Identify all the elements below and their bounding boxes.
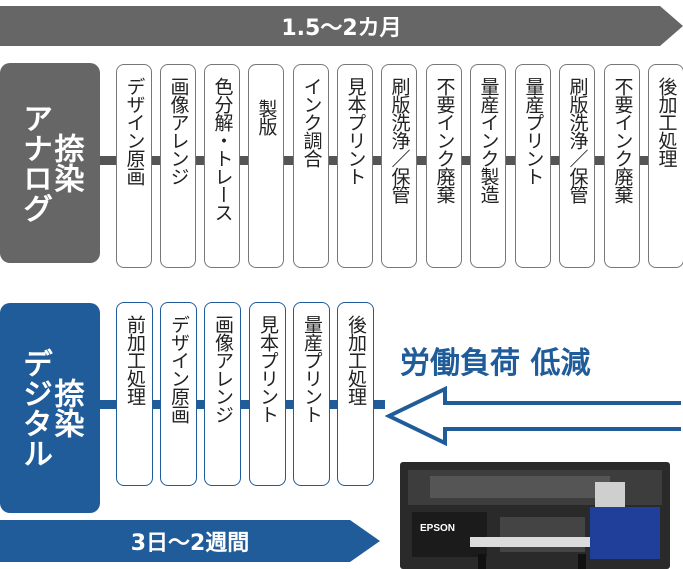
analog-step: 製版 [248, 64, 284, 268]
step-label: 後加工処理 [655, 77, 678, 167]
step-label: 画像アレンジ [212, 315, 234, 423]
step-label: 不要インク廃棄 [611, 77, 634, 203]
analog-step: 不要インク廃棄 [604, 64, 640, 268]
labor-reduction-text: 労働負荷 低減 [400, 346, 591, 381]
digital-step: 画像アレンジ [204, 302, 241, 486]
digital-label-line2: 捺染 [48, 378, 84, 438]
step-label: デザイン原画 [123, 77, 146, 185]
digital-method-label: デジタル 捺染 [0, 303, 100, 513]
analog-step: デザイン原画 [116, 64, 152, 268]
step-label: 量産プリント [522, 77, 545, 185]
step-label: 画像アレンジ [167, 77, 190, 185]
step-label: 量産プリント [301, 315, 323, 423]
step-label: 不要インク廃棄 [433, 77, 456, 203]
digital-label-line1: デジタル [17, 348, 52, 468]
step-label: 刷版洗浄／保管 [388, 77, 411, 203]
step-label: インク調合 [300, 77, 323, 167]
analog-step: 画像アレンジ [160, 64, 196, 268]
analog-step: 刷版洗浄／保管 [559, 64, 595, 268]
analog-step: 色分解・トレース [204, 64, 240, 268]
digital-step: 後加工処理 [337, 302, 374, 486]
digital-duration-text: 3日〜2週間 [130, 531, 250, 556]
step-label: 見本プリント [257, 315, 279, 423]
printer-brand-text: EPSON [420, 523, 455, 534]
digital-duration-banner: 3日〜2週間 [0, 520, 380, 562]
step-label: デザイン原画 [168, 315, 190, 423]
analog-method-label: アナログ 捺染 [0, 63, 100, 263]
analog-step: 見本プリント [337, 64, 373, 268]
digital-step: 前加工処理 [116, 302, 153, 486]
printer-illustration: EPSON [400, 462, 670, 569]
step-label: 前加工処理 [124, 315, 146, 405]
analog-step: インク調合 [293, 64, 329, 268]
step-label: 量産インク製造 [477, 77, 500, 203]
step-label: 見本プリント [344, 77, 367, 185]
analog-label-line1: アナログ [17, 103, 52, 223]
step-label: 後加工処理 [345, 315, 367, 405]
analog-step: 量産プリント [515, 64, 551, 268]
digital-step: 量産プリント [293, 302, 330, 486]
digital-step: 見本プリント [249, 302, 286, 486]
analog-duration-text: 1.5〜2カ月 [281, 16, 402, 41]
analog-step: 不要インク廃棄 [426, 64, 462, 268]
analog-label-line2: 捺染 [48, 133, 84, 193]
analog-step: 刷版洗浄／保管 [381, 64, 417, 268]
digital-step: デザイン原画 [160, 302, 197, 486]
step-label: 色分解・トレース [211, 77, 234, 221]
analog-step: 量産インク製造 [470, 64, 506, 268]
analog-duration-banner: 1.5〜2カ月 [0, 6, 683, 46]
left-arrow-icon [385, 386, 681, 446]
step-label: 製版 [255, 99, 278, 135]
analog-step: 後加工処理 [648, 64, 683, 268]
step-label: 刷版洗浄／保管 [566, 77, 589, 203]
